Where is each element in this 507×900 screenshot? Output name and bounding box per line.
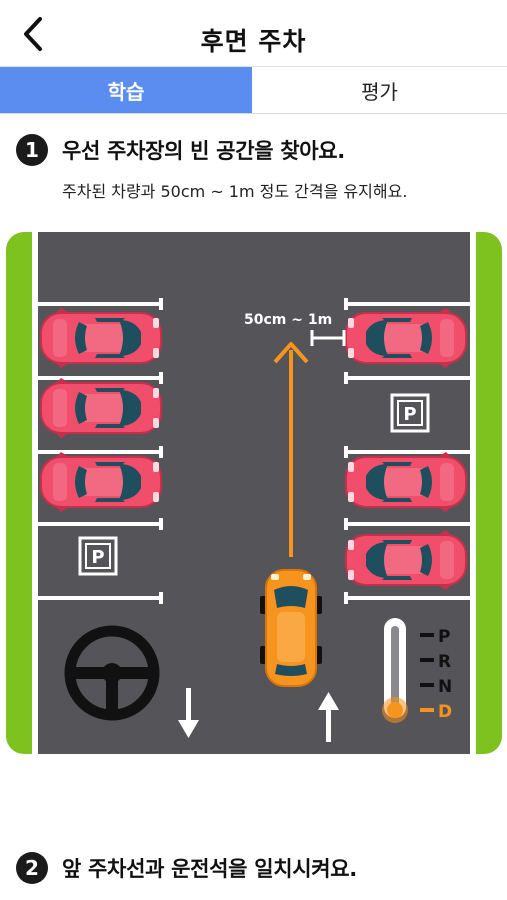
parked-car [345, 451, 467, 513]
gear-label-r: R [438, 652, 451, 672]
step-number-badge: 1 [16, 134, 48, 166]
parked-car [40, 377, 162, 439]
distance-bracket [310, 330, 346, 346]
my-car [260, 569, 322, 687]
tab-learn[interactable]: 학습 [0, 67, 252, 113]
lane-arrow-up-icon [318, 692, 339, 742]
forward-path-arrow [273, 342, 309, 557]
gear-label-p: P [438, 627, 450, 647]
tab-bar: 학습 평가 [0, 66, 507, 114]
lane-arrow-down-icon [178, 688, 199, 738]
gear-shifter: P R N D [382, 618, 452, 723]
parking-sign-icon: P [390, 393, 430, 433]
app-header: 후면 주차 [0, 0, 507, 66]
chevron-left-icon[interactable] [14, 14, 54, 54]
gear-label-d: D [438, 702, 452, 722]
step-instruction: 앞 주차선과 운전석을 일치시켜요. [62, 857, 357, 881]
parking-sign-icon: P [78, 536, 118, 576]
step-subtext: 주차된 차량과 50cm ~ 1m 정도 간격을 유지해요. [62, 182, 408, 201]
gear-label-n: N [438, 677, 452, 697]
svg-text:P: P [403, 404, 416, 425]
step-instruction: 우선 주차장의 빈 공간을 찾아요. [62, 139, 345, 163]
svg-text:P: P [91, 547, 104, 568]
parked-car [40, 307, 162, 369]
distance-label: 50cm ~ 1m [244, 312, 332, 328]
parked-car [345, 307, 467, 369]
step-number-badge: 2 [16, 852, 48, 884]
parking-scene-illustration: P P 50cm ~ 1m [6, 232, 502, 754]
page-title: 후면 주차 [200, 27, 307, 56]
parked-car [40, 451, 162, 513]
step-1: 1 우선 주차장의 빈 공간을 찾아요. [16, 134, 345, 166]
step-2: 2 앞 주차선과 운전석을 일치시켜요. [16, 852, 357, 884]
parked-car [345, 529, 467, 591]
tab-evaluation[interactable]: 평가 [252, 67, 507, 113]
steering-wheel-icon [64, 625, 160, 721]
